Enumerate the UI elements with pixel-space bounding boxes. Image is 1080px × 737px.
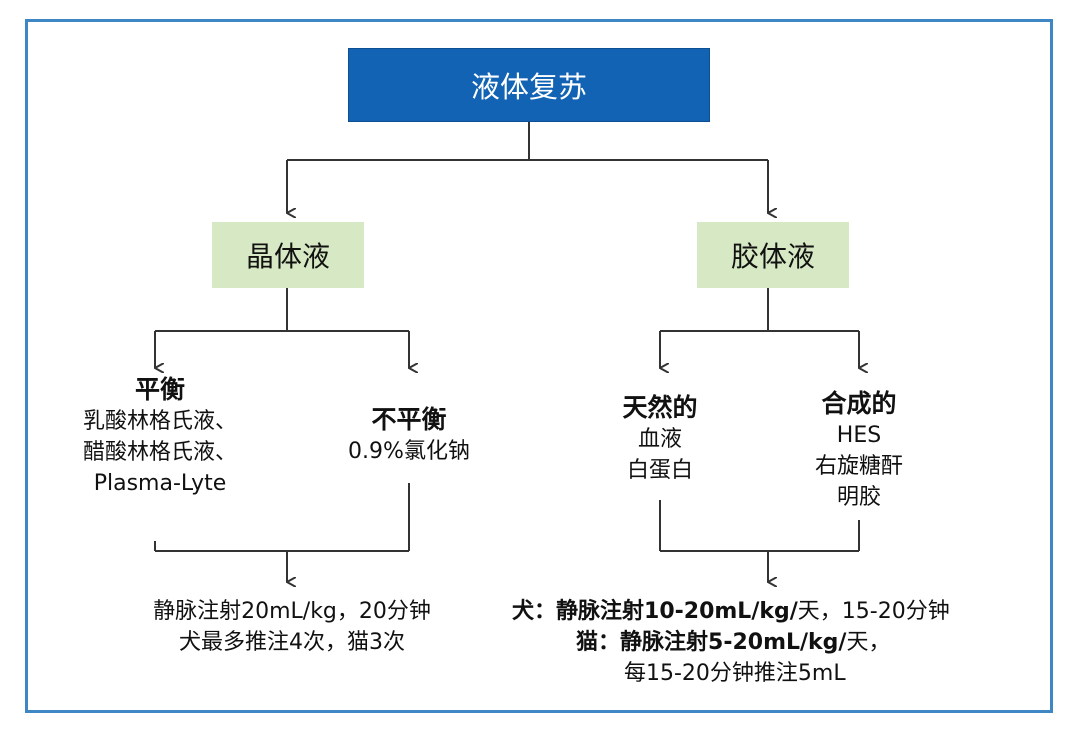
- natural-group: 天然的 血液 白蛋白: [580, 392, 740, 486]
- balanced-item: Plasma-Lyte: [93, 471, 227, 496]
- balanced-item: 乳酸林格氏液、: [82, 409, 237, 434]
- cat-dose-bold: 静脉注射5-20mL/kg/: [620, 630, 847, 655]
- colloid-dosing-cat: 猫：静脉注射5-20mL/kg/天，: [508, 627, 1028, 658]
- synthetic-item: 右旋糖酐: [814, 454, 903, 479]
- crystalloid-label: 晶体液: [245, 240, 330, 273]
- crystalloid-dosing-line: 静脉注射20mL/kg，20分钟: [153, 599, 431, 624]
- unbalanced-group: 不平衡 0.9%氯化钠: [319, 404, 499, 467]
- dog-prefix: 犬：: [512, 599, 557, 624]
- colloid-label: 胶体液: [730, 240, 815, 273]
- diagram-frame: [25, 19, 1053, 713]
- crystalloid-box: 晶体液: [212, 222, 364, 288]
- balanced-heading: 平衡: [134, 375, 185, 404]
- synthetic-group: 合成的 HES 右旋糖酐 明胶: [779, 388, 939, 513]
- cat-prefix: 猫：: [576, 630, 621, 655]
- unbalanced-heading: 不平衡: [371, 405, 447, 434]
- natural-heading: 天然的: [622, 393, 698, 422]
- colloid-dosing-cat-line2: 每15-20分钟推注5mL: [624, 661, 846, 686]
- unbalanced-item: 0.9%氯化钠: [348, 439, 470, 464]
- balanced-group: 平衡 乳酸林格氏液、 醋酸林格氏液、 Plasma-Lyte: [60, 374, 260, 499]
- crystalloid-dosing-line: 犬最多推注4次，猫3次: [179, 630, 405, 655]
- cat-dose-rest: 天，: [846, 630, 891, 655]
- crystalloid-dosing: 静脉注射20mL/kg，20分钟 犬最多推注4次，猫3次: [112, 596, 472, 658]
- synthetic-item: HES: [836, 423, 882, 448]
- title-box: 液体复苏: [348, 48, 710, 122]
- title-label: 液体复苏: [470, 70, 587, 104]
- synthetic-item: 明胶: [836, 485, 881, 510]
- dog-dose-bold: 静脉注射10-20mL/kg/: [556, 599, 798, 624]
- natural-item: 血液: [637, 427, 682, 452]
- colloid-dosing-dog: 犬：静脉注射10-20mL/kg/天，15-20分钟: [508, 596, 1028, 627]
- balanced-item: 醋酸林格氏液、: [82, 440, 237, 465]
- colloid-box: 胶体液: [697, 222, 849, 288]
- synthetic-heading: 合成的: [821, 389, 897, 418]
- dog-dose-rest: 天，15-20分钟: [797, 599, 950, 624]
- natural-item: 白蛋白: [626, 458, 693, 483]
- colloid-dosing: 犬：静脉注射10-20mL/kg/天，15-20分钟 猫：静脉注射5-20mL/…: [508, 596, 1028, 689]
